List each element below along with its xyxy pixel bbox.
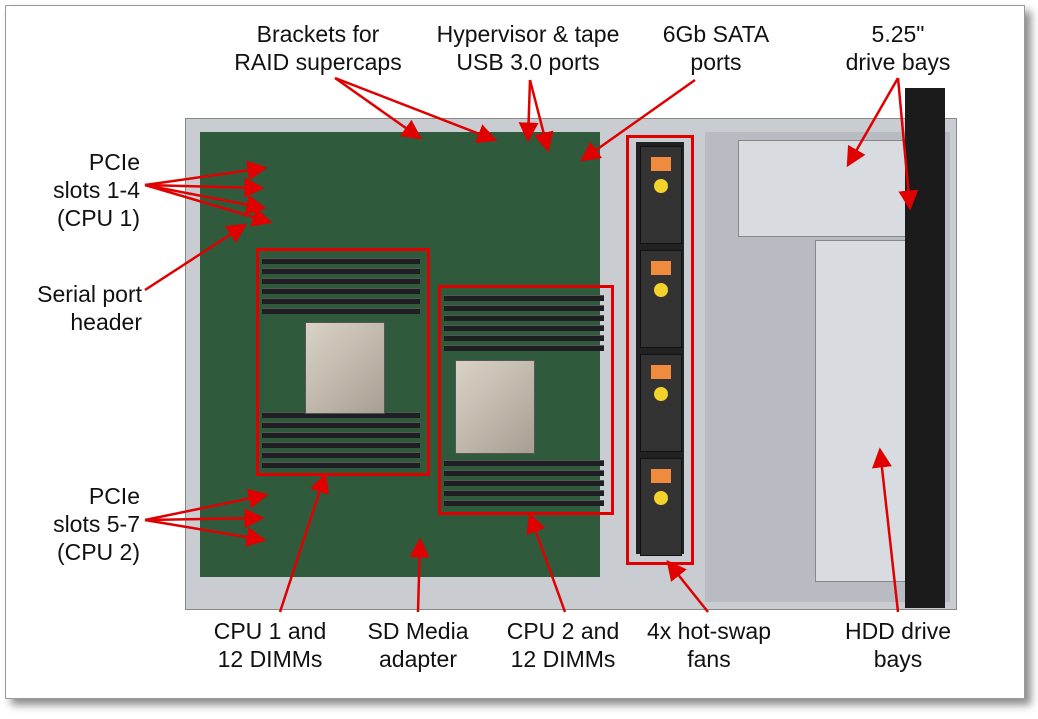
dimm-slot [262,452,420,458]
cpu1-heatsink [305,322,385,414]
dimm-slot [262,278,420,284]
optical-drive-cage [738,140,920,237]
hdd-drive-cage [815,240,917,582]
dimm-slot [262,442,420,448]
fan-bay [636,142,684,556]
dimm-slot [444,295,604,301]
dimm-slot [444,305,604,311]
label-525-drive-bays: 5.25"drive bays [845,21,951,75]
dimm-slot [262,462,420,468]
dimm-slot [444,490,604,496]
dimm-slot [444,315,604,321]
cpu2-highlight-box [438,285,614,515]
dimm-slot [262,268,420,274]
dimm-slot [262,288,420,294]
dimm-slot [262,308,420,314]
front-bezel [905,88,945,608]
fan-1[interactable] [640,146,682,244]
dimm-slot [444,480,604,486]
fan-4[interactable] [640,458,682,556]
dimm-slot [444,325,604,331]
dimm-slot [444,345,604,351]
cpu2-heatsink [455,360,535,454]
dimm-slot [444,500,604,506]
fans-highlight-box [626,135,694,565]
dimm-slot [262,432,420,438]
dimm-slot [444,470,604,476]
fan-2[interactable] [640,250,682,348]
cpu1-highlight-box [256,248,430,476]
dimm-slot [444,335,604,341]
dimm-slot [262,422,420,428]
dimm-slot [444,460,604,466]
dimm-slot [262,298,420,304]
fan-3[interactable] [640,354,682,452]
dimm-slot [262,258,420,264]
